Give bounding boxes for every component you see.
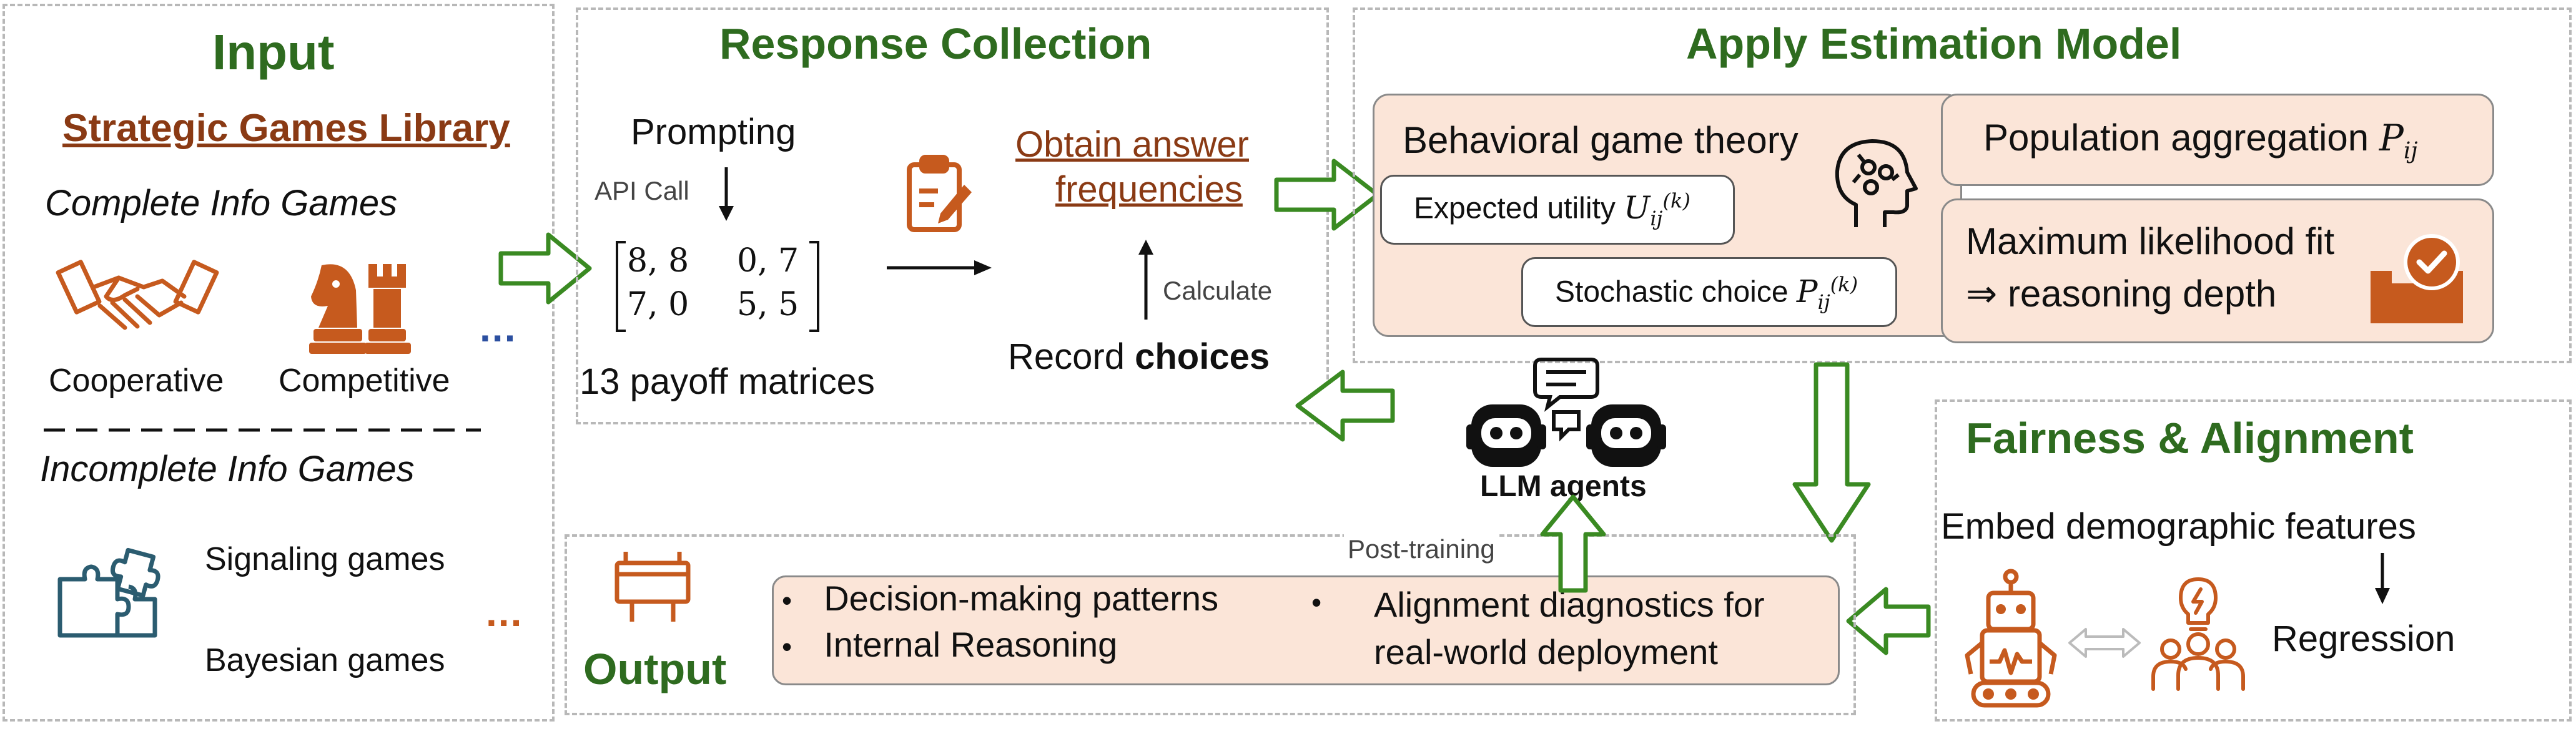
population-aggregation-label: Population aggregation Pij [1983,116,2418,164]
matrix-cell-r2c1: 7, 0 [627,286,689,323]
clipboard-icon [907,155,972,232]
estimation-model-title: Apply Estimation Model [1686,19,2182,68]
llm-agents-label: LLM agents [1480,470,1647,503]
stochastic-choice-text: Stochastic choice [1555,275,1789,309]
arrow-matrix-to-record [887,260,992,275]
expected-utility-text: Expected utility [1414,192,1616,225]
population-aggregation-box [1941,94,2494,186]
divider-line [44,428,481,432]
arrow-down-api [719,167,734,221]
bullet-dot-1: • [782,584,824,617]
expected-utility-label: Expected utility Uij(k) [1414,188,1690,230]
inbox-check-icon [2371,234,2463,323]
arrow-input-to-response [498,232,592,305]
people-idea-icon [2151,577,2245,691]
input-title: Input [212,24,335,80]
output-title: Output [583,645,727,693]
calculate-label: Calculate [1163,276,1273,305]
record-word: Record [1008,336,1125,377]
payoff-matrices-label: 13 payoff matrices [580,361,875,402]
population-aggregation-text: Population aggregation [1983,117,2369,159]
api-call-label: API Call [595,176,689,205]
arrow-estimation-down [1792,362,1871,543]
matrix-cell-r1c2: 0, 7 [737,242,799,280]
stochastic-choice-label: Stochastic choice Pij(k) [1555,272,1858,314]
handshake-icon [56,260,219,330]
mle-line1: Maximum likelihood fit [1966,220,2335,262]
arrow-agents-to-response [1295,369,1395,442]
matrix-brackets [616,241,819,332]
complete-info-games: Complete Info Games [45,183,398,223]
ellipsis-incomplete: ... [486,590,523,635]
arrow-fairness-to-output [1846,587,1931,655]
mle-line2: ⇒ reasoning depth [1966,273,2277,315]
matrix-cell-r2c2: 5, 5 [737,286,799,323]
internal-reasoning-text: Internal Reasoning [824,625,1118,664]
prompting-label: Prompting [631,112,796,152]
arrow-up-calculate [1138,240,1153,320]
fairness-alignment-title: Fairness & Alignment [1966,414,2414,462]
bayesian-games: Bayesian games [205,642,445,678]
embed-demographic-label: Embed demographic features [1941,506,2416,547]
brain-head-icon [1835,139,1918,227]
strategic-games-library: Strategic Games Library [62,107,510,150]
arrow-output-to-agents [1540,494,1606,593]
probability-symbol: Pij(k) [1796,272,1858,314]
arrow-down-regression [2375,553,2390,604]
utility-symbol: Uij(k) [1624,188,1690,230]
puzzle-icon [57,547,160,638]
bullet-dot-2: • [782,630,824,663]
cooperative-label: Cooperative [49,363,224,399]
double-arrow-icon [2068,628,2141,658]
estimation-model-panel [1353,7,2572,363]
chess-pieces-icon [309,264,411,354]
bullet-decision-making: • Decision-making patterns [782,578,1218,619]
record-label: Record choices [1008,336,1270,378]
obtain-answer-frequencies-line2: frequencies [1055,169,1243,210]
expected-utility-box [1380,175,1735,245]
competitive-label: Competitive [279,363,450,399]
billboard-icon [614,552,691,622]
output-content-box [772,575,1840,685]
stochastic-choice-box [1521,257,1897,327]
behavioral-game-theory-label: Behavioral game theory [1403,119,1799,161]
llm-agents-icon [1466,358,1666,467]
response-collection-title: Response Collection [719,19,1152,68]
arrow-response-to-estimation [1274,159,1380,231]
signaling-games: Signaling games [205,541,445,577]
ellipsis-complete: ... [480,305,517,350]
incomplete-info-games: Incomplete Info Games [40,449,415,489]
population-symbol: Pij [2379,117,2418,164]
input-panel [2,4,555,722]
bullet-dot-3: • [1311,586,1322,619]
response-collection-panel [576,7,1329,424]
robot-icon [1965,569,2057,708]
choices-word: choices [1135,336,1270,377]
decision-making-text: Decision-making patterns [824,579,1219,618]
regression-label: Regression [2272,619,2455,659]
fairness-alignment-panel [1935,399,2572,722]
output-panel [565,534,1856,715]
post-training-label: Post-training [1344,534,1499,564]
alignment-diagnostics-line2: real-world deployment [1374,632,1718,672]
bullet-internal-reasoning: • Internal Reasoning [782,624,1117,665]
matrix-cell-r1c1: 8, 8 [627,242,689,280]
obtain-answer-frequencies-line1: Obtain answer [1015,124,1249,165]
